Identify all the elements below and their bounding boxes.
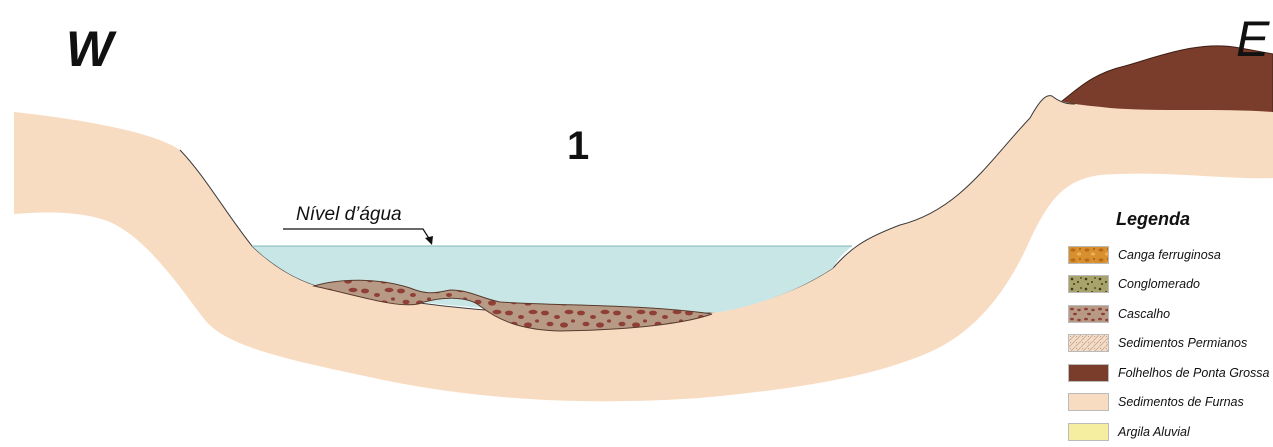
legend-label: Conglomerado: [1118, 278, 1200, 291]
water-level-pointer: [283, 229, 430, 240]
direction-east-label: E: [1236, 14, 1269, 64]
legend-item-permianos: Sedimentos Permianos: [1068, 329, 1273, 359]
water-level-label: Nível d’água: [296, 205, 402, 224]
legend-label: Canga ferruginosa: [1118, 249, 1221, 262]
permianos-swatch: [1068, 334, 1109, 352]
legend-item-ponta-grossa: Folhelhos de Ponta Grossa: [1068, 358, 1273, 388]
canga-swatch: [1068, 246, 1109, 264]
cascalho-swatch: [1068, 305, 1109, 323]
section-number: 1: [567, 126, 589, 166]
legend-label: Cascalho: [1118, 308, 1170, 321]
legend: Legenda Canga ferruginosa Conglomerado C…: [1068, 210, 1273, 447]
legend-label: Sedimentos de Furnas: [1118, 396, 1244, 409]
conglomerado-swatch: [1068, 275, 1109, 293]
legend-item-furnas: Sedimentos de Furnas: [1068, 388, 1273, 418]
legend-label: Sedimentos Permianos: [1118, 337, 1247, 350]
ponta-grossa-swatch: [1068, 364, 1109, 382]
legend-title: Legenda: [1116, 210, 1273, 228]
direction-west-label: W: [66, 24, 113, 74]
legend-item-canga: Canga ferruginosa: [1068, 240, 1273, 270]
furnas-swatch: [1068, 393, 1109, 411]
legend-label: Folhelhos de Ponta Grossa: [1118, 367, 1269, 380]
water-level-arrowhead: [425, 236, 433, 245]
legend-item-conglomerado: Conglomerado: [1068, 270, 1273, 300]
legend-item-cascalho: Cascalho: [1068, 299, 1273, 329]
